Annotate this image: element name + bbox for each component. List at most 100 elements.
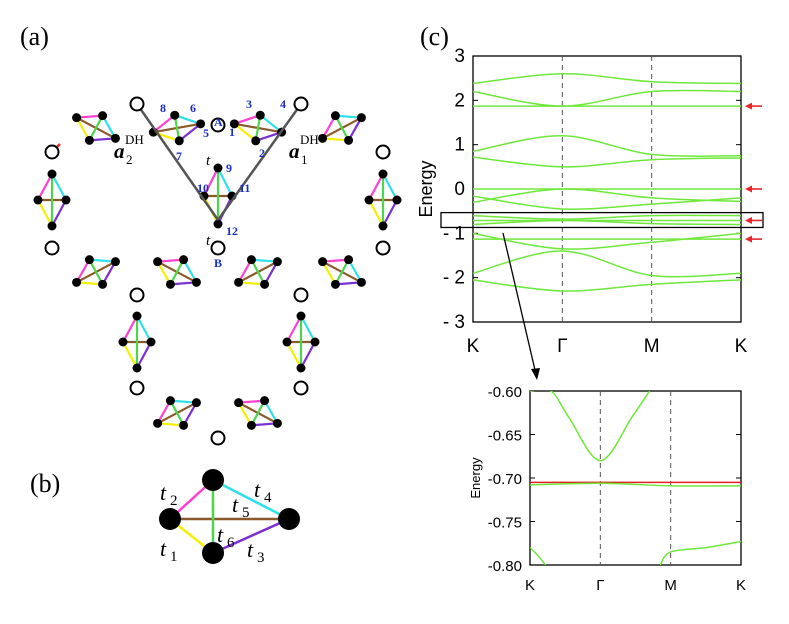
- open-site-4: [375, 144, 391, 160]
- svg-text:5: 5: [242, 505, 250, 521]
- y-tick-label-4: - 1: [443, 223, 465, 244]
- y-axis-label: Energy: [468, 457, 483, 499]
- y-tick-label-6: - 3: [443, 312, 465, 333]
- band-series-6: [473, 214, 741, 220]
- band-series-2: [473, 135, 741, 158]
- lattice-site-6-0: [364, 195, 374, 205]
- open-site-11: [293, 380, 309, 396]
- vector-a2-label: a 2 DH: [114, 132, 144, 167]
- svg-text:t: t: [160, 536, 167, 561]
- lattice-site-3-0: [318, 133, 328, 143]
- y-tick-label-5: - 2: [443, 268, 465, 289]
- band-series-2: [530, 547, 547, 565]
- band-series-7: [473, 219, 741, 226]
- lattice-site-11-2: [146, 337, 156, 347]
- y-tick-label-4: -0.80: [488, 558, 522, 575]
- y-tick-label-1: 2: [454, 90, 465, 111]
- lattice-site-11-1: [132, 311, 142, 321]
- connector-arrowhead: [531, 368, 540, 380]
- bond-12-1: [300, 315, 316, 343]
- site-label-5: 5: [203, 126, 209, 140]
- lattice-site-8-0: [153, 257, 163, 267]
- band-series-0: [473, 72, 741, 85]
- bond-13-5: [169, 400, 185, 426]
- lattice-site-14-0: [234, 398, 244, 408]
- label-t1: t 1: [160, 536, 178, 565]
- lattice-site-14-3: [246, 420, 256, 430]
- lattice-site-9-3: [260, 279, 270, 289]
- svg-text:t: t: [160, 480, 167, 505]
- zoom-connector: [502, 232, 540, 380]
- lattice-site-13-2: [191, 398, 201, 408]
- site-label-1: 1: [229, 125, 235, 139]
- lattice-site-12-2: [310, 337, 320, 347]
- bond-6-0: [368, 173, 384, 201]
- lattice-site-8-3: [165, 279, 175, 289]
- bond-8-5: [169, 259, 185, 285]
- lattice-site-4-1: [47, 169, 57, 179]
- lattice-site-2-1: [255, 110, 265, 120]
- lattice-site-11-3: [132, 363, 142, 373]
- site-left: [159, 508, 181, 530]
- open-site-10: [129, 380, 145, 396]
- svg-text:2: 2: [170, 493, 178, 509]
- vector-a1-label: a 1 DH: [289, 132, 319, 167]
- bond-4-3: [37, 199, 53, 227]
- svg-text:6: 6: [227, 535, 235, 551]
- bond-7-5: [88, 259, 104, 285]
- site-labels: 8 6 5 7 A 1 3 4 2 9 10 11 12 B t t: [160, 97, 286, 270]
- lattice-site-0-3: [84, 135, 94, 145]
- bond-6-3: [368, 199, 384, 227]
- svg-text:1: 1: [170, 549, 178, 565]
- svg-text:1: 1: [301, 152, 308, 167]
- lattice-site-9-2: [272, 257, 282, 267]
- bond-2-1: [259, 114, 283, 134]
- y-tick-label-2: -0.70: [488, 471, 522, 488]
- lattice-site-14-2: [272, 418, 282, 428]
- lattice-site-9-0: [234, 277, 244, 287]
- lattice-site-10-3: [330, 279, 340, 289]
- vector-a2-line: [135, 103, 220, 221]
- svg-text:4: 4: [264, 490, 272, 506]
- connector-line: [502, 232, 536, 371]
- lattice-site-0-1: [98, 111, 108, 121]
- svg-text:t: t: [217, 522, 224, 547]
- y-tick-label-1: -0.65: [488, 428, 522, 445]
- y-tick-label-3: 0: [454, 179, 465, 200]
- lattice-site-7-2: [110, 257, 120, 267]
- lattice-site-0-2: [110, 133, 120, 143]
- lattice-site-5-3: [213, 219, 223, 229]
- band-series-8: [473, 232, 741, 250]
- open-site-7: [375, 240, 391, 256]
- bond-2-0: [234, 114, 261, 125]
- lattice-site-0-0: [72, 113, 82, 123]
- lattice-site-7-1: [84, 255, 94, 265]
- open-site-12: [210, 430, 226, 446]
- band-series-1: [530, 482, 741, 487]
- bond-11-0: [122, 315, 138, 343]
- site-label-10: 10: [197, 181, 209, 195]
- plot-area: [473, 72, 741, 292]
- bond-2-3: [233, 122, 257, 142]
- label-t5: t 5: [232, 492, 250, 521]
- lattice-site-3-2: [356, 113, 366, 123]
- x-tick-label-2: M: [664, 577, 677, 594]
- bond-10-5: [334, 259, 350, 285]
- lattice-site-10-1: [344, 255, 354, 265]
- band-series-10: [473, 279, 741, 292]
- bond-11-2: [136, 341, 152, 369]
- label-t6: t 6: [217, 522, 235, 551]
- arrow-head-2: [745, 216, 752, 224]
- lattice-site-13-1: [165, 396, 175, 406]
- lattice-site-4-3: [47, 221, 57, 231]
- open-site-6: [210, 240, 226, 256]
- x-tick-label-0: K: [525, 577, 535, 594]
- label-t2: t 2: [160, 480, 178, 509]
- lattice-panel-a: [33, 96, 402, 446]
- svg-text:2: 2: [126, 152, 133, 167]
- lattice-site-5-1: [213, 163, 223, 173]
- lattice-site-6-1: [378, 169, 388, 179]
- x-tick-label-1: Γ: [596, 577, 604, 594]
- label-t4: t 4: [254, 477, 272, 506]
- panel-label-c: (c): [420, 22, 449, 51]
